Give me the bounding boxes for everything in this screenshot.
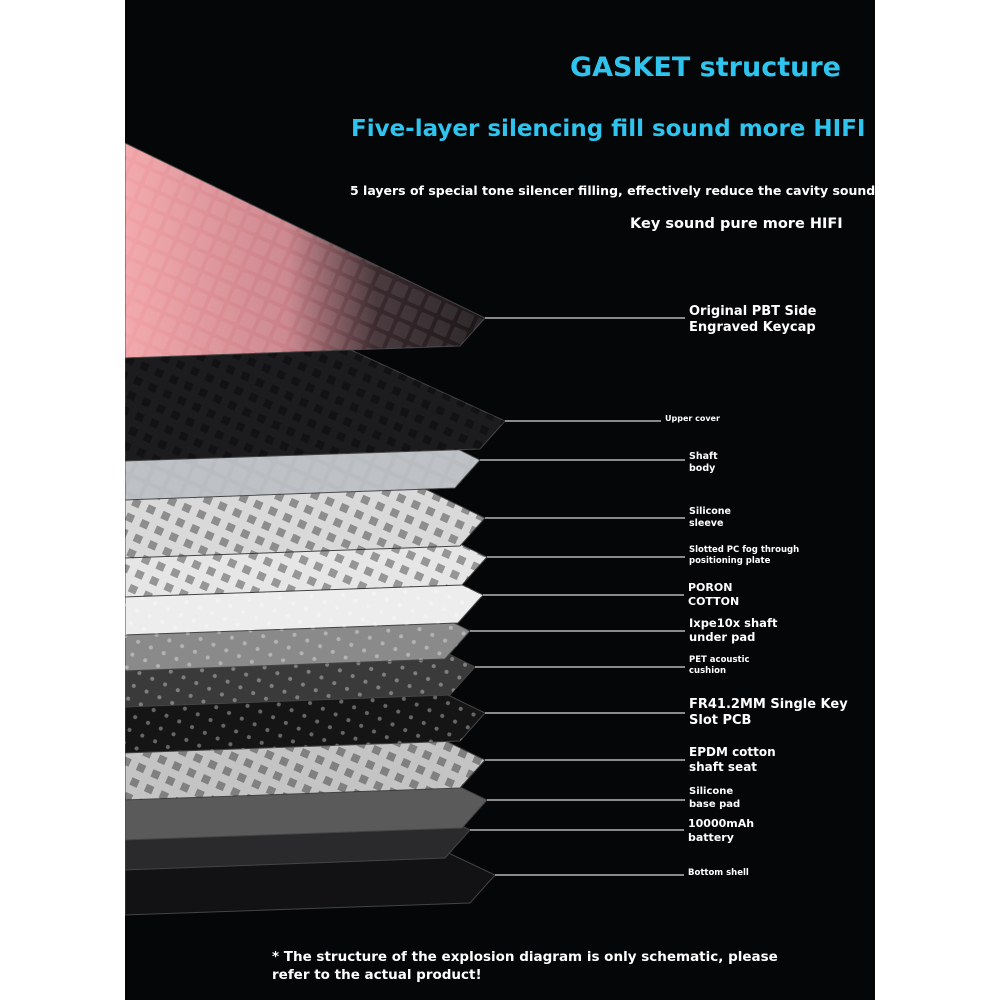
- layer-label-line: under pad: [689, 630, 756, 645]
- layer-label-line: PET acoustic: [689, 655, 750, 665]
- footnote-line: * The structure of the explosion diagram…: [272, 949, 778, 965]
- layer-label-line: Shaft: [689, 451, 718, 462]
- layer-label: Upper cover: [665, 414, 720, 424]
- layer-label-line: Engraved Keycap: [689, 320, 816, 336]
- product-diagram-panel: GASKET structure Five-layer silencing fi…: [125, 0, 875, 1000]
- description-text: 5 layers of special tone silencer fillin…: [350, 183, 875, 198]
- layer-label-line: Ixpe10x shaft: [689, 616, 778, 630]
- layer-label-line: cushion: [689, 665, 727, 676]
- layer-label-line: 10000mAh: [688, 817, 755, 830]
- layer-label-line: body: [689, 462, 716, 474]
- layer-label-line: base pad: [689, 798, 741, 810]
- page-title: GASKET structure: [570, 52, 841, 83]
- footnote: * The structure of the explosion diagram…: [272, 948, 778, 984]
- layer-label-line: battery: [688, 830, 734, 844]
- layer-label-line: positioning plate: [689, 555, 771, 566]
- layer-label-line: sleeve: [689, 517, 724, 529]
- layer-label-line: PORON: [688, 581, 733, 594]
- footnote-line: refer to the actual product!: [272, 967, 482, 984]
- tagline-text: Key sound pure more HIFI: [630, 216, 843, 232]
- layer-label-line: Silicone: [689, 786, 734, 797]
- page-subtitle: Five-layer silencing fill sound more HIF…: [351, 116, 866, 142]
- layer-label-line: Slotted PC fog through: [689, 545, 800, 555]
- exploded-keyboard-illustration: [125, 142, 685, 916]
- keycap-layer: [125, 143, 485, 358]
- layer-label-line: Upper cover: [665, 414, 720, 423]
- layer-label-line: Silicone: [689, 506, 731, 517]
- layer-label-line: EPDM cotton: [689, 745, 776, 759]
- layer-label-line: COTTON: [688, 594, 740, 608]
- layer-label: Bottom shell: [688, 868, 749, 879]
- layer-label-line: Original PBT Side: [689, 304, 817, 319]
- layer-label-line: FR41.2MM Single Key: [689, 697, 848, 712]
- layer-label-line: Bottom shell: [688, 868, 749, 878]
- layer-label-line: Slot PCB: [689, 713, 752, 729]
- layer-label-line: shaft seat: [689, 760, 758, 774]
